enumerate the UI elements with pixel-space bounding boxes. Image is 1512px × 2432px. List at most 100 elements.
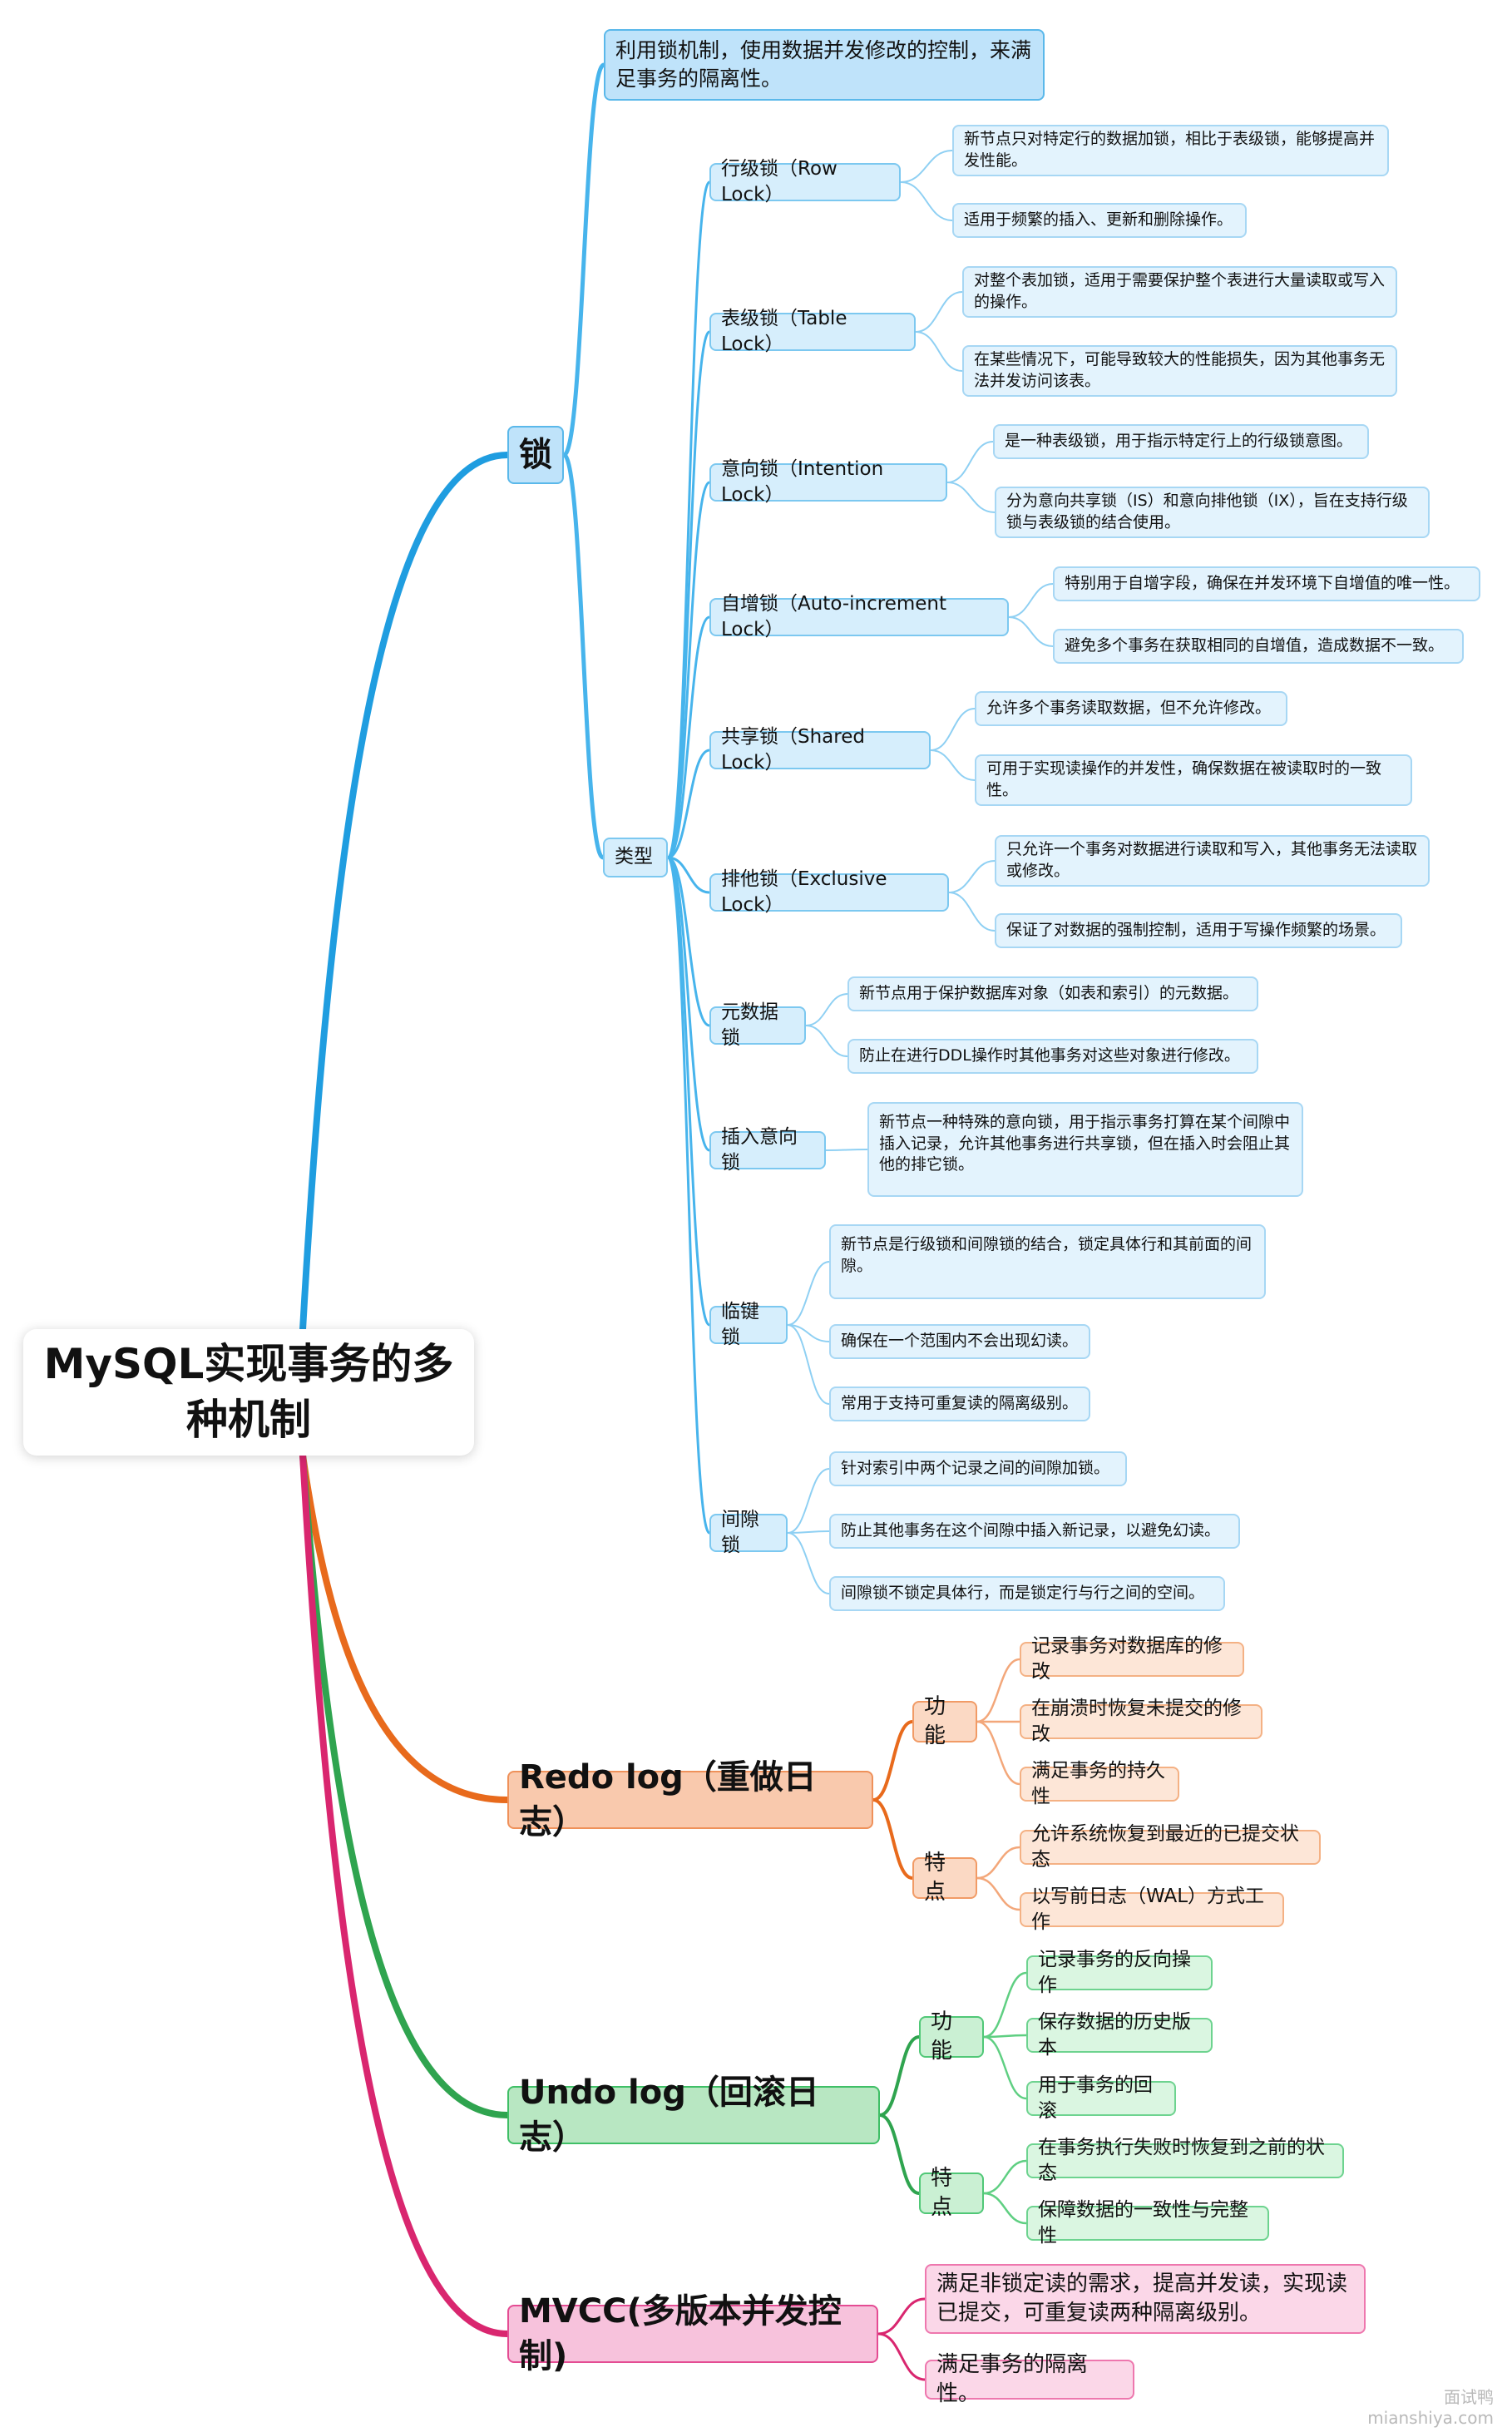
type-row-lock[interactable]: 行级锁（Row Lock）: [709, 158, 901, 205]
lock-types-node[interactable]: 类型: [603, 838, 668, 877]
note-metadata-lock-1[interactable]: 新节点用于保护数据库对象（如表和索引）的元数据。: [847, 976, 1258, 1011]
edge-lock-intro: [561, 62, 606, 457]
lock-node[interactable]: 锁: [507, 426, 564, 484]
note-gap-lock-1[interactable]: 针对索引中两个记录之间的间隙加锁。: [829, 1451, 1127, 1486]
edge-shared-lock-note-1: [930, 708, 976, 751]
edge-types-insert-intention-lock: [666, 856, 711, 1152]
lock-intro-node[interactable]: 利用锁机制，使用数据并发修改的控制，来满足事务的隔离性。: [604, 29, 1045, 101]
redo-feature-node[interactable]: 特点: [912, 1851, 977, 1905]
note-table-lock-1[interactable]: 对整个表加锁，适用于需要保护整个表进行大量读取或写入的操作。: [962, 266, 1397, 318]
undo-feature-node[interactable]: 特点: [919, 2166, 984, 2220]
edge-mvcc-item-1: [877, 2297, 926, 2336]
redo-function-3[interactable]: 满足事务的持久性: [1020, 1760, 1179, 1807]
mvcc-node[interactable]: MVCC(多版本并发控制): [507, 2292, 878, 2375]
type-shared-lock[interactable]: 共享锁（Shared Lock）: [709, 726, 931, 774]
edge-gap-lock-note-1: [787, 1468, 830, 1534]
edge-lock-types: [561, 452, 605, 860]
edge-auto-increment-lock-note-2: [1008, 616, 1054, 647]
note-gap-lock-3[interactable]: 间隙锁不锁定具体行，而是锁定行与行之间的空间。: [829, 1576, 1225, 1611]
note-intention-lock-2[interactable]: 分为意向共享锁（IS）和意向排他锁（IX），旨在支持行级锁与表级锁的结合使用。: [995, 487, 1430, 538]
note-next-key-lock-1[interactable]: 新节点是行级锁和间隙锁的结合，锁定具体行和其前面的间隙。: [829, 1224, 1266, 1299]
note-shared-lock-2[interactable]: 可用于实现读操作的并发性，确保数据在被读取时的一致性。: [975, 754, 1412, 806]
edge-redo-feature: [872, 1798, 914, 1880]
note-row-lock-1[interactable]: 新节点只对特定行的数据加锁，相比于表级锁，能够提高并发性能。: [952, 125, 1389, 176]
undo-log-node[interactable]: Undo log（回滚日志）: [507, 2074, 880, 2157]
type-insert-intention-lock[interactable]: 插入意向锁: [709, 1126, 826, 1174]
note-auto-increment-1[interactable]: 特别用于自增字段，确保在并发环境下自增值的唯一性。: [1053, 566, 1480, 601]
edge-root-undo: [299, 1452, 511, 2118]
edge-intention-lock-note-1: [946, 441, 994, 483]
note-next-key-lock-2[interactable]: 确保在一个范围内不会出现幻读。: [829, 1324, 1090, 1359]
edge-types-auto-increment-lock: [666, 615, 711, 859]
undo-function-3[interactable]: 用于事务的回滚: [1026, 2074, 1176, 2122]
edge-types-intention-lock: [666, 481, 711, 859]
edge-undo-feature: [878, 2113, 921, 2195]
note-shared-lock-1[interactable]: 允许多个事务读取数据，但不允许修改。: [975, 691, 1287, 726]
edge-undo-function: [878, 2035, 921, 2117]
mvcc-item-1[interactable]: 满足非锁定读的需求，提高并发读，实现读已提交，可重复读两种隔离级别。: [925, 2264, 1366, 2334]
edge-exclusive-lock-note-1: [948, 860, 996, 893]
redo-function-2[interactable]: 在崩溃时恢复未提交的修改: [1020, 1698, 1262, 1745]
type-exclusive-lock[interactable]: 排他锁（Exclusive Lock）: [709, 868, 949, 916]
edge-redo-function: [872, 1720, 914, 1802]
watermark-line2: mianshiya.com: [1367, 2408, 1494, 2428]
redo-feature-2[interactable]: 以写前日志（WAL）方式工作: [1020, 1886, 1284, 1933]
undo-feature-2[interactable]: 保障数据的一致性与完整性: [1026, 2199, 1269, 2247]
edge-mvcc-item-2: [877, 2332, 926, 2381]
edge-types-gap-lock: [666, 856, 711, 1535]
undo-function-2[interactable]: 保存数据的历史版本: [1026, 2011, 1213, 2059]
note-exclusive-lock-2[interactable]: 保证了对数据的强制控制，适用于写操作频繁的场景。: [995, 913, 1402, 948]
type-gap-lock[interactable]: 间隙锁: [709, 1509, 788, 1556]
edge-next-key-lock-note-1: [787, 1261, 830, 1326]
edge-types-row-lock: [666, 180, 711, 859]
note-row-lock-2[interactable]: 适用于频繁的插入、更新和删除操作。: [952, 203, 1247, 238]
note-intention-lock-1[interactable]: 是一种表级锁，用于指示特定行上的行级锁意图。: [993, 424, 1369, 459]
note-table-lock-2[interactable]: 在某些情况下，可能导致较大的性能损失，因为其他事务无法并发访问该表。: [962, 345, 1397, 397]
edge-redo-feature-1: [976, 1846, 1021, 1880]
edge-row-lock-note-2: [900, 181, 953, 221]
edge-insert-intention-lock-note-1: [825, 1149, 868, 1151]
watermark: 面试鸭 mianshiya.com: [1367, 2384, 1494, 2428]
undo-feature-1[interactable]: 在事务执行失败时恢复到之前的状态: [1026, 2137, 1344, 2184]
edge-types-table-lock: [666, 330, 711, 859]
type-next-key-lock[interactable]: 临键锁: [709, 1301, 788, 1348]
edge-undo-function-1: [982, 1971, 1028, 2039]
edge-metadata-lock-note-1: [805, 993, 848, 1026]
edge-types-metadata-lock: [666, 856, 711, 1027]
edge-redo-feature-2: [976, 1876, 1021, 1911]
edge-shared-lock-note-2: [930, 749, 976, 781]
edge-undo-feature-1: [982, 2159, 1028, 2195]
type-metadata-lock[interactable]: 元数据锁: [709, 1001, 806, 1049]
redo-function-1[interactable]: 记录事务对数据库的修改: [1020, 1635, 1244, 1683]
type-auto-increment-lock[interactable]: 自增锁（Auto-increment Lock）: [709, 593, 1009, 640]
note-exclusive-lock-1[interactable]: 只允许一个事务对数据进行读取和写入，其他事务无法读取或修改。: [995, 835, 1430, 887]
edge-root-lock: [299, 452, 511, 1332]
watermark-line1: 面试鸭: [1444, 2387, 1494, 2407]
undo-function-node[interactable]: 功能: [919, 2009, 984, 2064]
note-insert-intention-1[interactable]: 新节点一种特殊的意向锁，用于指示事务打算在某个间隙中插入记录，允许其他事务进行共…: [867, 1102, 1303, 1197]
edge-auto-increment-lock-note-1: [1008, 583, 1054, 618]
edge-exclusive-lock-note-2: [948, 892, 996, 932]
type-intention-lock[interactable]: 意向锁（Intention Lock）: [709, 458, 947, 506]
note-next-key-lock-3[interactable]: 常用于支持可重复读的隔离级别。: [829, 1387, 1090, 1421]
edge-undo-feature-2: [982, 2192, 1028, 2225]
redo-function-node[interactable]: 功能: [912, 1694, 977, 1748]
edge-root-redo: [299, 1452, 511, 1803]
redo-feature-1[interactable]: 允许系统恢复到最近的已提交状态: [1020, 1823, 1321, 1871]
type-table-lock[interactable]: 表级锁（Table Lock）: [709, 308, 916, 355]
edge-table-lock-note-2: [915, 331, 963, 372]
root-node[interactable]: MySQL实现事务的多种机制: [23, 1329, 474, 1456]
edge-types-exclusive-lock: [666, 856, 711, 894]
edge-intention-lock-note-2: [946, 482, 996, 513]
note-metadata-lock-2[interactable]: 防止在进行DDL操作时其他事务对这些对象进行修改。: [847, 1039, 1258, 1074]
undo-function-1[interactable]: 记录事务的反向操作: [1026, 1949, 1213, 1996]
note-gap-lock-2[interactable]: 防止其他事务在这个间隙中插入新记录，以避免幻读。: [829, 1514, 1240, 1549]
note-auto-increment-2[interactable]: 避免多个事务在获取相同的自增值，造成数据不一致。: [1053, 629, 1464, 664]
mvcc-item-2[interactable]: 满足事务的隔离性。: [925, 2352, 1134, 2406]
edge-undo-function-3: [982, 2035, 1028, 2100]
edge-undo-function-2: [982, 2034, 1028, 2039]
edge-redo-function-3: [976, 1720, 1021, 1786]
redo-log-node[interactable]: Redo log（重做日志）: [507, 1758, 873, 1841]
